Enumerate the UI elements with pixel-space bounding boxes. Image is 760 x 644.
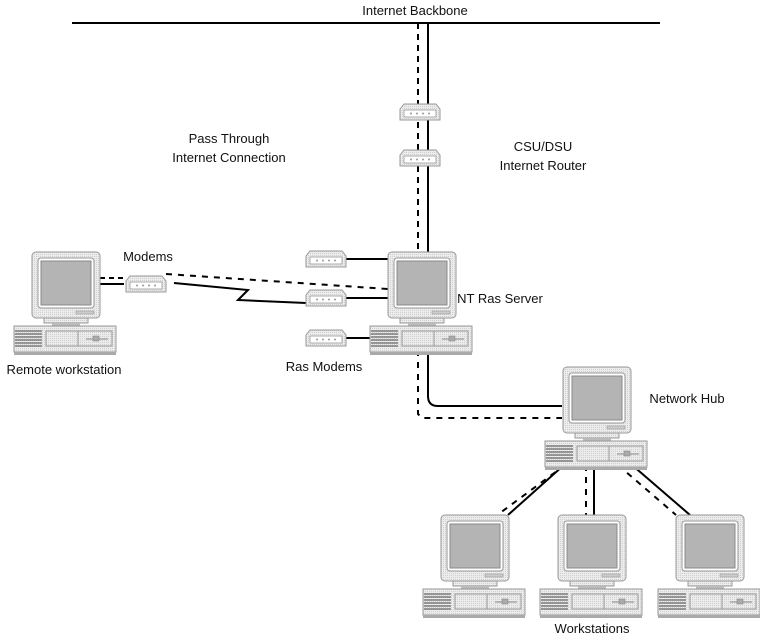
label-ras-server: NT Ras Server [457,291,543,306]
hub-ws3-line [631,464,691,516]
hub-ws1-line [507,464,565,516]
label-network-hub: Network Hub [649,391,725,406]
label-line: Internet Connection [172,150,286,165]
ras-modem-icon [305,289,347,307]
label-line: Pass Through [188,131,270,146]
label-modems: Modems [123,249,173,264]
workstation-computer-icon [539,514,643,619]
label-pass-through: Pass Through Internet Connection [172,129,285,167]
phone-link-zigzag [173,282,307,304]
csu-dsu-icon [399,149,441,167]
hub-ws3-dashed [617,464,677,516]
ras-modem-icon [305,250,347,268]
label-internet-backbone: Internet Backbone [362,3,468,18]
label-line: Internet Router [499,158,587,173]
label-remote-workstation: Remote workstation [6,362,122,377]
ras-modem-icon [305,329,347,347]
remote-modem-icon [125,275,167,293]
remote-workstation-computer-icon [13,251,117,356]
label-router: CSU/DSU Internet Router [500,137,587,175]
router-modem-icon [399,103,441,121]
dialup-dashed [165,273,389,290]
label-line: CSU/DSU [513,139,573,154]
server-hub-solid [427,350,562,407]
workstation-computer-icon [422,514,526,619]
label-workstations: Workstations [554,621,630,636]
workstation-computer-icon [657,514,760,619]
server-hub-dashed [417,350,562,419]
label-ras-modems: Ras Modems [285,359,363,374]
